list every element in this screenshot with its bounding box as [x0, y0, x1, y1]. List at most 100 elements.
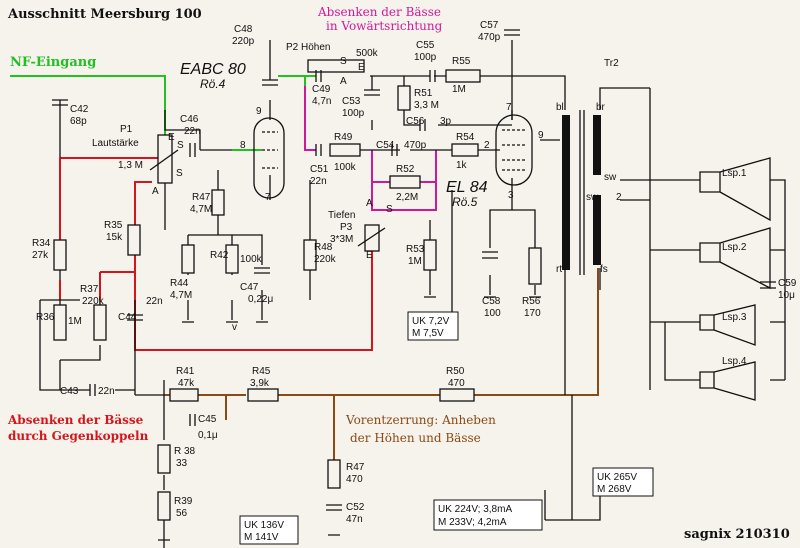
eabc80-tube	[253, 117, 285, 199]
p2-a: A	[340, 76, 347, 87]
c44-label: C44	[118, 312, 137, 323]
r47a-value: 4,7M	[190, 204, 212, 215]
r47b-value: 470	[346, 474, 363, 485]
c48-label: C48	[234, 24, 253, 35]
r52-value: 2,2M	[396, 192, 418, 203]
p2-value: 500k	[356, 48, 379, 59]
predistortion-label-2: der Höhen und Bässe	[350, 431, 481, 445]
nf-input-label: NF-Eingang	[10, 55, 96, 70]
tap-v: v	[232, 322, 237, 333]
r55-value: 1M	[452, 84, 466, 95]
eabc80-plate-wiring	[269, 40, 311, 300]
node-letters: E S A S E A A S E S bl br rt fs sw sw 2 …	[152, 56, 622, 333]
p1-s: S	[176, 168, 183, 179]
c54-value: 470p	[404, 140, 427, 151]
r53-value: 1M	[408, 256, 422, 267]
c49-label: C49	[312, 84, 331, 95]
lsp2-label: Lsp.2	[722, 242, 747, 253]
p2-e: E	[358, 62, 365, 73]
c42-label: C42	[70, 104, 89, 115]
p3-label: P3	[340, 222, 353, 233]
r38-value: 33	[176, 458, 188, 469]
p2-s: S	[340, 56, 347, 67]
p1-a: A	[152, 186, 159, 197]
predistortion-label-1: Vorentzerrung: Anheben	[345, 413, 496, 427]
c45-value: 0,1μ	[198, 430, 218, 441]
r54-value: 1k	[456, 160, 468, 171]
voltage-box-2-line2: M 268V	[597, 484, 632, 495]
r35-value: 15k	[106, 232, 123, 243]
predistortion-path	[164, 268, 599, 460]
tr-rt: rt	[556, 264, 562, 275]
r42-label: R42	[210, 250, 229, 261]
voltage-box-3-line2: M 233V; 4,2mA	[438, 517, 507, 528]
c46-label: C46	[180, 114, 199, 125]
p3-value: 3*3M	[330, 234, 353, 245]
voltage-box-2	[592, 467, 654, 497]
tr-sw2: sw	[586, 192, 599, 203]
eabc80-pin-plate: 9	[256, 106, 262, 117]
c46-value: 22n	[184, 126, 201, 137]
p3-a: A	[366, 198, 373, 209]
r47b-label: R47	[346, 462, 365, 473]
nf-path-grid	[232, 75, 316, 151]
c59-value: 10μ	[778, 290, 795, 301]
c51-label: C51	[310, 164, 329, 175]
forward-bass-label-2: in Vowärtsrichtung	[326, 19, 443, 33]
c58-label: C58	[482, 296, 501, 307]
voltage-box-1	[407, 311, 459, 341]
c55-value: 100p	[414, 52, 437, 63]
c44-value: 22n	[146, 296, 163, 307]
c57-label: C57	[480, 20, 499, 31]
el84-pin-cathode: 3	[508, 190, 514, 201]
p1-e: E	[168, 132, 175, 143]
tr-fs: fs	[600, 264, 608, 275]
voltage-box-3-line1: UK 224V; 3,8mA	[438, 504, 512, 515]
tr2-label: Tr2	[604, 58, 619, 69]
r49-value: 100k	[334, 162, 357, 173]
r42-value: 100k	[240, 254, 263, 265]
lsp4-label: Lsp.4	[722, 356, 747, 367]
c45-label: C45	[198, 414, 217, 425]
r41-label: R41	[176, 366, 195, 377]
r39-label: R39	[174, 496, 193, 507]
signature: sagnix 210310	[684, 527, 790, 542]
c43-label: C43	[60, 386, 79, 397]
r41-value: 47k	[178, 378, 195, 389]
r44-value: 4,7M	[170, 290, 192, 301]
r56-label: R56	[522, 296, 541, 307]
r39-value: 56	[176, 508, 188, 519]
r37-label: R37	[80, 284, 99, 295]
el84-type: EL 84	[446, 179, 488, 196]
feedback-bass-label-2: durch Gegenkoppeln	[8, 429, 149, 443]
r56-value: 170	[524, 308, 541, 319]
p1-value: 1,3 M	[118, 160, 143, 171]
c55-label: C55	[416, 40, 435, 51]
el84-pin-grid: 2	[484, 140, 490, 151]
ground-wiring	[440, 190, 601, 521]
c54-label: C54	[376, 140, 395, 151]
r36-value: 1M	[68, 316, 82, 327]
r38-label: R 38	[174, 446, 196, 457]
r47a-label: R47	[192, 192, 211, 203]
p1-name: Lautstärke	[92, 138, 139, 149]
eabc80-ref: Rö.4	[200, 77, 226, 91]
forward-bass-path	[304, 86, 437, 211]
c52-label: C52	[346, 502, 365, 513]
c49-value: 4,7n	[312, 96, 331, 107]
el84-tube	[495, 114, 533, 186]
c56-value: 3p	[440, 116, 452, 127]
p3-e: E	[366, 250, 373, 261]
c59-label: C59	[778, 278, 797, 289]
tr-sw1: sw	[604, 172, 617, 183]
r37-value: 220k	[82, 296, 105, 307]
r36-label: R36	[36, 312, 55, 323]
c47-label: C47	[240, 282, 259, 293]
p3-name: Tiefen	[328, 210, 355, 221]
c51-value: 22n	[310, 176, 327, 187]
r52-label: R52	[396, 164, 415, 175]
potentiometer-symbols	[149, 134, 386, 252]
voltage-box-4-line2: M 141V	[244, 532, 279, 543]
